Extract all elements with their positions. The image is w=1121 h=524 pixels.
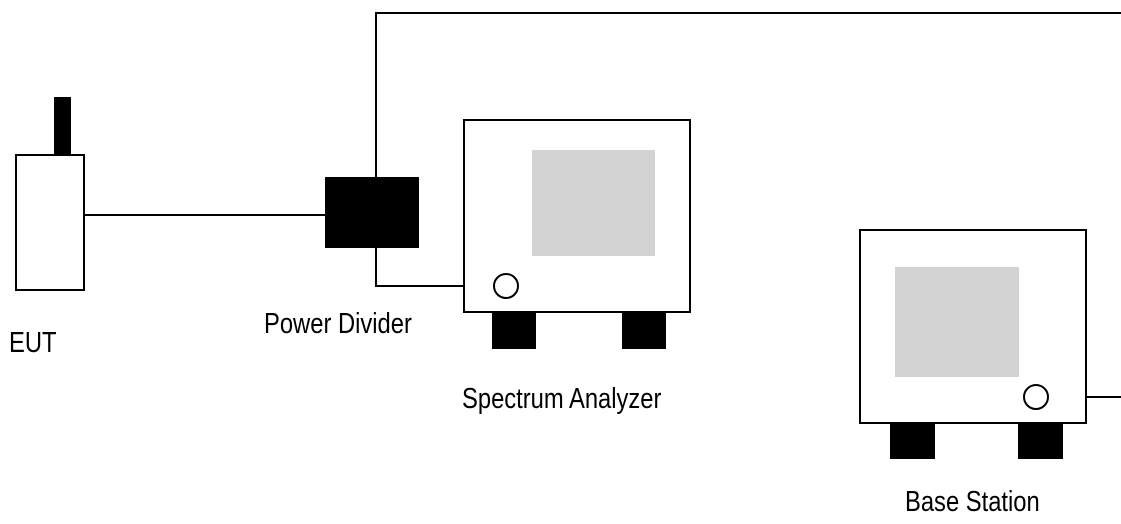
divider-to-analyzer-cable: [375, 248, 494, 287]
base-station-label: Base Station: [905, 485, 1040, 518]
spectrum-analyzer: [463, 119, 691, 349]
spectrum-analyzer-label: Spectrum Analyzer: [462, 382, 662, 415]
spectrum-analyzer-foot-right: [622, 312, 666, 349]
eut-antenna: [54, 97, 71, 155]
eut-label: EUT: [9, 326, 57, 359]
eut-device: [15, 97, 85, 291]
base-station-foot-left: [890, 423, 935, 459]
eut-body: [15, 154, 85, 291]
divider-to-base-station-cable: [375, 12, 1121, 180]
base-station-screen: [895, 267, 1019, 377]
base-station-port: [1023, 384, 1049, 410]
base-station: [859, 229, 1087, 459]
spectrum-analyzer-screen: [532, 150, 655, 256]
base-station-foot-right: [1018, 423, 1063, 459]
spectrum-analyzer-port: [493, 273, 519, 299]
power-divider-label: Power Divider: [264, 307, 412, 340]
spectrum-analyzer-foot-left: [492, 312, 536, 349]
power-divider: [325, 177, 419, 248]
